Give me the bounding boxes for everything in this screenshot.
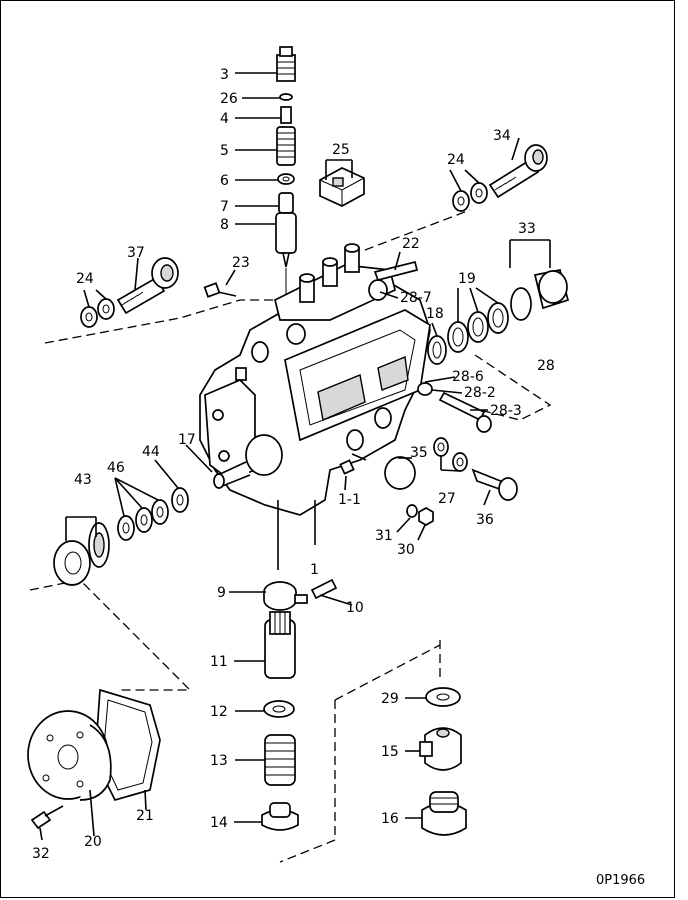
washer-29 (425, 687, 461, 707)
callout-14: 14 (210, 815, 228, 831)
callout-labels: 3 26 4 5 6 7 8 25 24 34 22 37 24 23 33 1… (32, 67, 555, 862)
callout-44: 44 (142, 444, 160, 460)
callout-1-1: 1-1 (338, 492, 361, 508)
rings-18-19-33 (427, 269, 570, 365)
callout-28-7: 28-7 (400, 290, 432, 306)
callout-7: 7 (220, 199, 229, 215)
pump-body (199, 243, 431, 516)
delivery-valve-stack (275, 46, 297, 308)
callout-18: 18 (426, 306, 444, 322)
callout-37: 37 (127, 245, 145, 261)
callout-28-6: 28-6 (452, 369, 484, 385)
gasket-6 (277, 173, 295, 185)
eye-bolt-37-group (80, 257, 179, 328)
washer-31 (406, 504, 418, 518)
callout-4: 4 (220, 111, 229, 127)
right-lower-parts (339, 437, 518, 526)
callout-26: 26 (220, 91, 238, 107)
callout-24-left: 24 (76, 271, 94, 287)
callout-33: 33 (518, 221, 536, 237)
pin-22 (373, 260, 419, 282)
callout-22: 22 (402, 236, 420, 252)
callout-11: 11 (210, 654, 228, 670)
gear-33 (510, 287, 532, 321)
bearing-43 (53, 540, 91, 586)
eye-bolt-37 (116, 276, 166, 315)
spring-13 (264, 734, 296, 786)
callout-20: 20 (84, 834, 102, 850)
callout-21: 21 (136, 808, 154, 824)
washer-27a (433, 437, 449, 457)
spring-5 (276, 126, 296, 166)
drawing-code: 0P1966 (596, 873, 645, 888)
callout-28-3: 28-3 (490, 403, 522, 419)
leader-lines (39, 72, 551, 841)
callout-1: 1 (310, 562, 319, 578)
callout-28-2: 28-2 (464, 385, 496, 401)
lower-plunger-stack (261, 578, 338, 831)
assembly-guide-lines (29, 209, 552, 863)
o-ring-26 (279, 93, 293, 101)
callout-17: 17 (178, 432, 196, 448)
gasket-28-2 (417, 382, 433, 396)
callout-35: 35 (410, 445, 428, 461)
callout-34: 34 (493, 128, 511, 144)
eye-bolt-34-group (452, 144, 548, 212)
callout-43: 43 (74, 472, 92, 488)
washer-12 (263, 700, 295, 718)
callout-5: 5 (220, 143, 229, 159)
callout-32: 32 (32, 846, 50, 862)
bolt-28-3 (438, 391, 486, 422)
callout-29: 29 (381, 691, 399, 707)
callout-8: 8 (220, 217, 229, 233)
callout-15: 15 (381, 744, 399, 760)
callout-30: 30 (397, 542, 415, 558)
shaft-flange-17 (245, 434, 283, 476)
bolt-23 (203, 282, 237, 298)
stopper-4 (280, 106, 292, 124)
nut-30 (418, 507, 434, 526)
callout-24-upper: 24 (447, 152, 465, 168)
washer-44 (171, 487, 189, 513)
callout-10: 10 (346, 600, 364, 616)
callout-6: 6 (220, 173, 229, 189)
callout-16: 16 (381, 811, 399, 827)
gear-group-43-46-44 (53, 487, 189, 586)
screw-10 (310, 578, 338, 600)
plug-35 (384, 456, 416, 490)
callout-36: 36 (476, 512, 494, 528)
flange-group-20-21-32 (27, 688, 161, 830)
callout-27: 27 (438, 491, 456, 507)
washer-27b (452, 452, 468, 472)
ring-18 (427, 335, 447, 365)
callout-12: 12 (210, 704, 228, 720)
block-15 (424, 727, 462, 771)
callout-23: 23 (232, 255, 250, 271)
delivery-valve-7 (278, 192, 294, 214)
cover-parts-28 (417, 382, 492, 433)
callout-9: 9 (217, 585, 226, 601)
callout-31: 31 (375, 528, 393, 544)
bolt-1-1 (339, 459, 355, 475)
clamp-25 (319, 167, 365, 207)
callout-28: 28 (537, 358, 555, 374)
callout-25: 25 (332, 142, 350, 158)
barrel-8 (275, 212, 297, 254)
right-stack-29-15-16 (419, 687, 467, 836)
callout-19: 19 (458, 271, 476, 287)
drawing-frame (0, 0, 675, 898)
callout-3: 3 (220, 67, 229, 83)
callout-13: 13 (210, 753, 228, 769)
callout-46: 46 (107, 460, 125, 476)
